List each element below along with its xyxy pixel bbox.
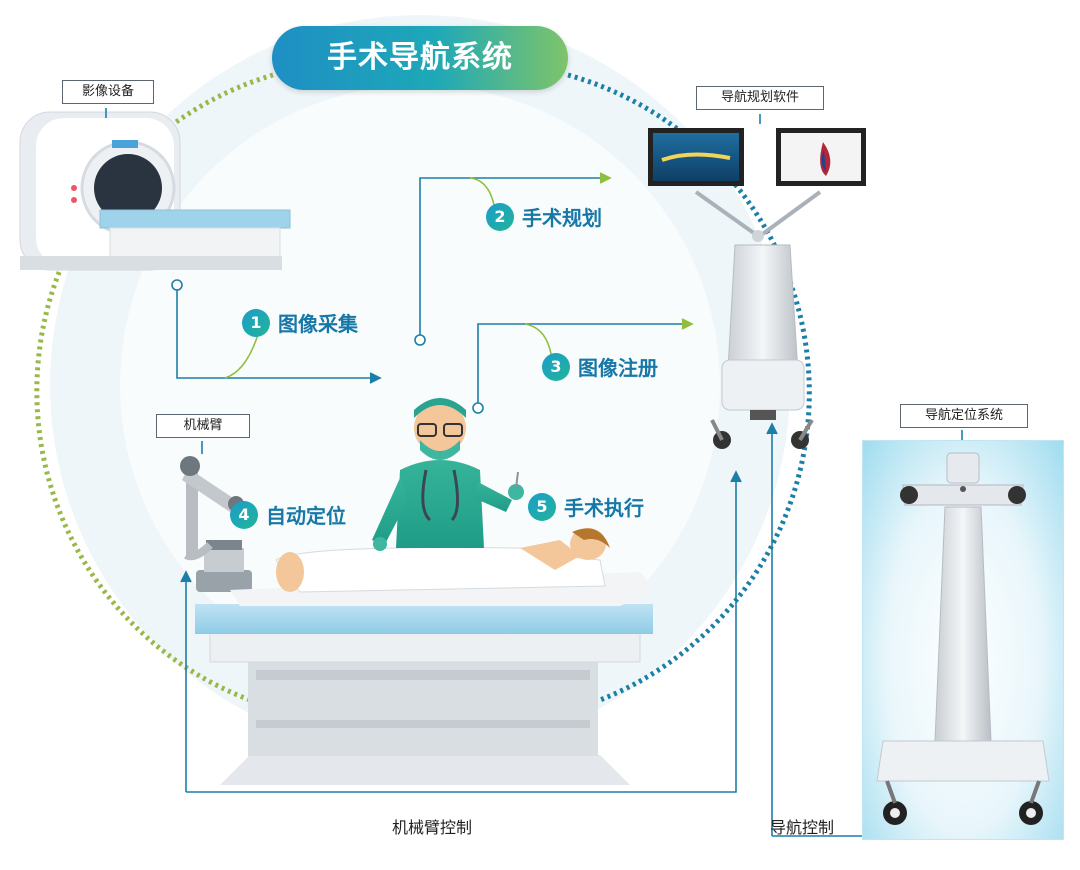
step-label: 手术规划 <box>522 206 602 230</box>
step-number-badge: 3 <box>542 352 570 381</box>
label-tracking-system: 导航定位系统 <box>900 404 1028 428</box>
flow-connectors <box>105 108 963 837</box>
label-arm-control: 机械臂控制 <box>392 818 473 837</box>
step-number-badge: 4 <box>230 500 258 529</box>
step-surgery-execution: 5 手术执行 <box>528 492 644 521</box>
step-label: 自动定位 <box>266 504 346 528</box>
step-image-registration: 3 图像注册 <box>542 352 658 381</box>
step-label: 图像采集 <box>278 312 358 336</box>
surgeon-illustration <box>372 398 524 551</box>
operating-table-illustration <box>195 604 653 785</box>
step-number-badge: 5 <box>528 492 556 521</box>
tracking-system-panel <box>862 440 1064 840</box>
label-imaging-device: 影像设备 <box>62 80 154 104</box>
software-cart-illustration <box>648 128 866 449</box>
step-surgical-planning: 2 手术规划 <box>486 202 602 231</box>
step-auto-positioning: 4 自动定位 <box>230 500 346 529</box>
label-planning-software: 导航规划软件 <box>696 86 824 110</box>
tracking-system-illustration <box>876 452 1050 825</box>
step-number-badge: 1 <box>242 308 270 337</box>
diagram-title: 手术导航系统 <box>272 26 568 90</box>
label-nav-control: 导航控制 <box>770 818 835 837</box>
step-label: 手术执行 <box>564 496 644 520</box>
ct-scanner-illustration <box>19 111 291 271</box>
patient-illustration <box>230 528 656 606</box>
step-image-acquisition: 1 图像采集 <box>242 308 358 337</box>
step-number-badge: 2 <box>486 202 514 231</box>
label-robotic-arm: 机械臂 <box>156 414 250 438</box>
step-label: 图像注册 <box>578 356 658 380</box>
